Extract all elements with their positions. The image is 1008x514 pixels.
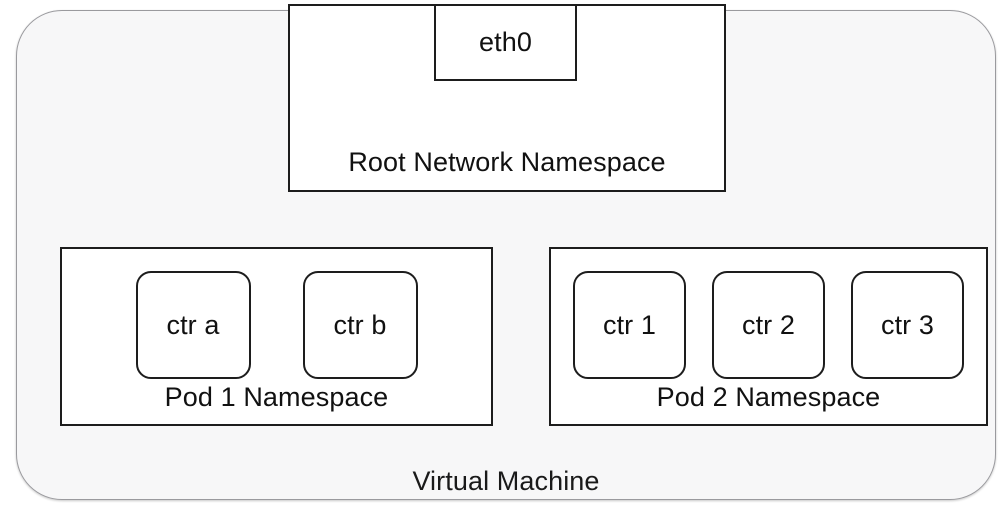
container-ctr-2: ctr 2 bbox=[712, 271, 825, 379]
pod-1-container-row: ctr a ctr b bbox=[62, 271, 491, 379]
pod-1-namespace-label: Pod 1 Namespace bbox=[164, 382, 389, 412]
container-ctr-3: ctr 3 bbox=[851, 271, 964, 379]
eth0-interface-box: eth0 bbox=[434, 4, 577, 81]
pod-2-container-row: ctr 1 ctr 2 ctr 3 bbox=[551, 271, 986, 379]
container-ctr-b: ctr b bbox=[302, 271, 418, 379]
virtual-machine-label: Virtual Machine bbox=[412, 466, 600, 496]
pod-1-namespace-box: ctr a ctr b Pod 1 Namespace bbox=[60, 247, 493, 426]
pod-2-namespace-label: Pod 2 Namespace bbox=[656, 382, 881, 412]
container-ctr-a: ctr a bbox=[135, 271, 251, 379]
container-ctr-1: ctr 1 bbox=[573, 271, 686, 379]
eth0-label: eth0 bbox=[479, 26, 532, 57]
root-network-namespace-label: Root Network Namespace bbox=[348, 147, 666, 177]
pod-2-namespace-box: ctr 1 ctr 2 ctr 3 Pod 2 Namespace bbox=[549, 247, 988, 426]
